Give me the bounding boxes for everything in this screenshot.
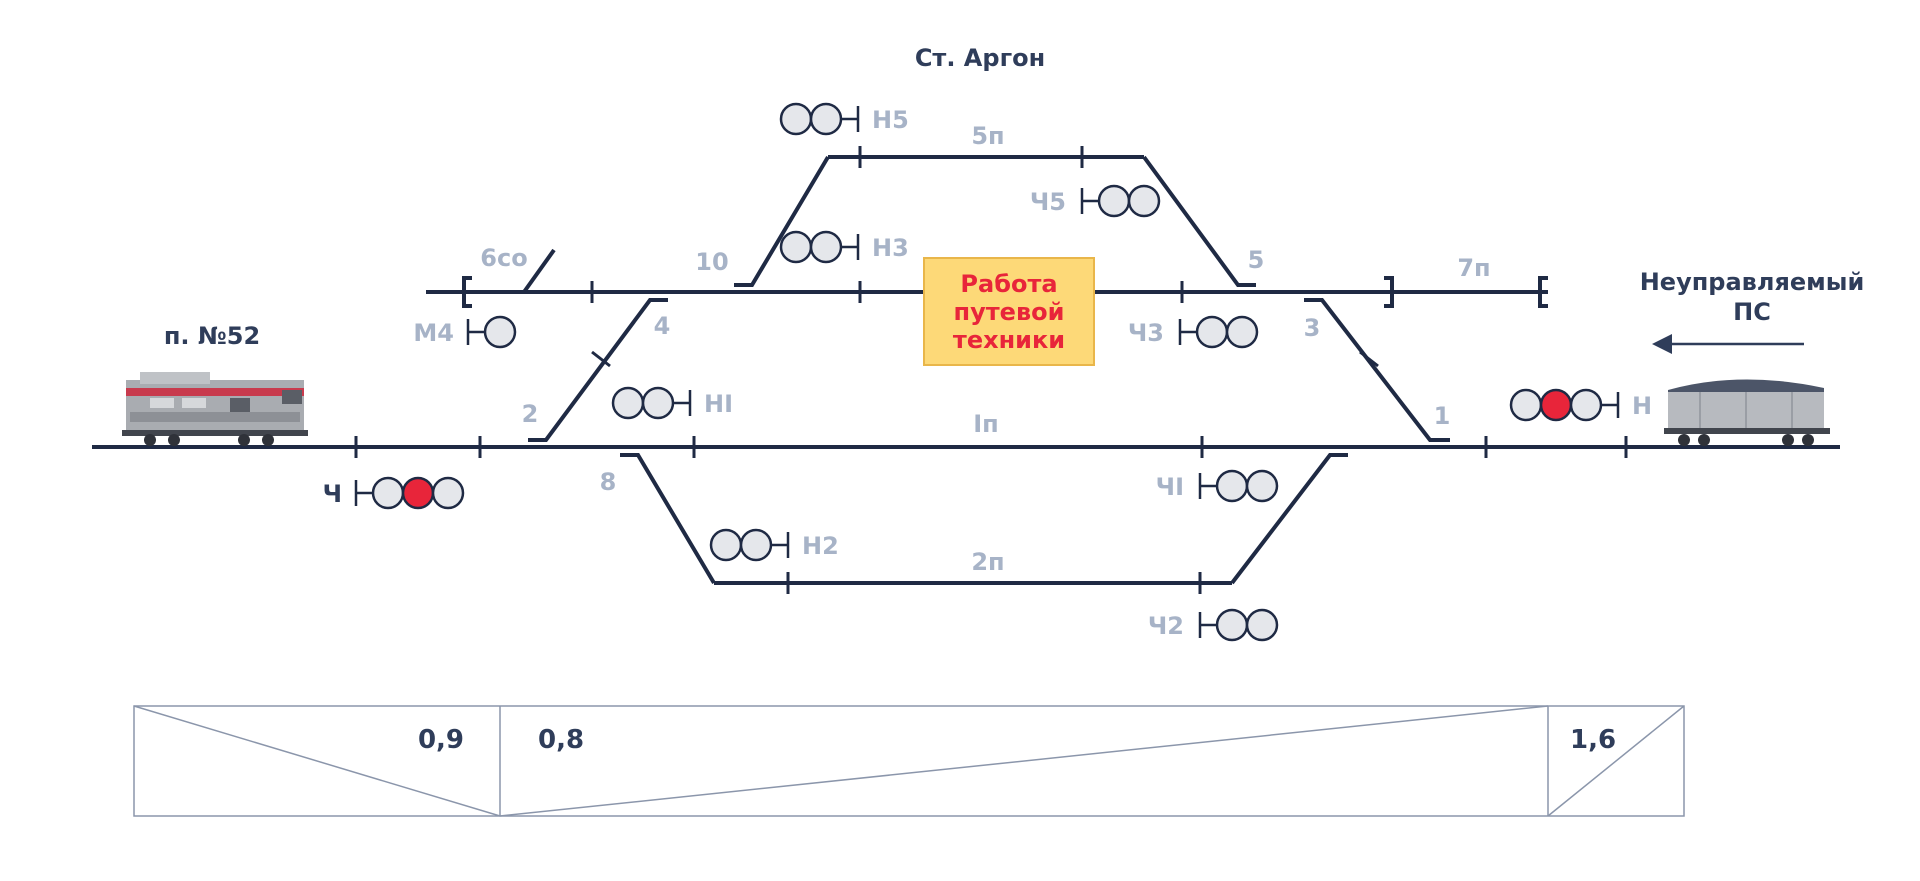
work-line-2: путевой — [954, 298, 1065, 326]
switch-2p-branch — [1230, 453, 1348, 585]
switch-8-label: 8 — [600, 468, 617, 496]
switch-8-branch — [620, 453, 716, 585]
switch-10-branch — [734, 155, 830, 287]
signal-lamp — [779, 102, 813, 136]
signal-Ch[interactable]: Ч — [323, 476, 465, 510]
signal-lamp — [1215, 608, 1249, 642]
signal-H3[interactable]: Н3 — [779, 230, 909, 264]
track-lines — [92, 155, 1840, 585]
switch-1-label: 1 — [1434, 402, 1451, 430]
signal-Ch3[interactable]: Ч3 — [1128, 315, 1259, 349]
switch-2-label: 2 — [522, 400, 539, 428]
gradient-value-1: 0,9 — [418, 725, 464, 755]
joints — [354, 146, 1628, 594]
signal-lamp-red — [1539, 388, 1573, 422]
signal-lamp — [709, 528, 743, 562]
station-title: Ст. Аргон — [915, 44, 1045, 72]
signal-lamp — [1195, 315, 1229, 349]
track-work-box — [923, 257, 1095, 366]
track-1p-label: Iп — [973, 410, 999, 438]
signal-Ch3-label: Ч3 — [1128, 319, 1164, 347]
signal-M4[interactable]: М4 — [413, 315, 517, 349]
signal-H[interactable]: Н — [1509, 388, 1652, 422]
signal-lamp — [641, 386, 675, 420]
track-6co-label: 6со — [480, 244, 527, 272]
signal-lamp — [431, 476, 465, 510]
signal-H2[interactable]: Н2 — [709, 528, 839, 562]
signal-Ch-label: Ч — [323, 480, 342, 508]
signal-lamp — [371, 476, 405, 510]
signal-H5-label: Н5 — [872, 106, 909, 134]
signal-H3-label: Н3 — [872, 234, 909, 262]
track-2p-label: 2п — [971, 548, 1004, 576]
signal-H1[interactable]: НI — [611, 386, 733, 420]
signal-Ch5[interactable]: Ч5 — [1030, 184, 1161, 218]
signal-lamp — [1225, 315, 1259, 349]
switch-2-4-branch — [528, 298, 668, 442]
signal-lamp — [1097, 184, 1131, 218]
incoming-label-line2: ПС — [1733, 298, 1771, 326]
profile-slope-1 — [133, 705, 501, 817]
signal-H2-label: Н2 — [802, 532, 839, 560]
gradient-value-2: 0,8 — [538, 725, 584, 755]
signal-H1-label: НI — [704, 390, 733, 418]
switch-4-label: 4 — [654, 312, 671, 340]
work-line-3: техники — [953, 326, 1065, 354]
signal-Ch1-label: ЧI — [1156, 473, 1184, 501]
signal-lamp — [779, 230, 813, 264]
signal-H5[interactable]: Н5 — [779, 102, 909, 136]
joint — [1359, 350, 1379, 368]
signal-lamp — [809, 102, 843, 136]
signal-Ch2[interactable]: Ч2 — [1148, 608, 1279, 642]
track-5p-label: 5п — [971, 122, 1004, 150]
gradient-profile: 0,9 0,8 1,6 — [133, 705, 1685, 817]
profile-frame — [133, 705, 1685, 817]
signal-lamp — [611, 386, 645, 420]
signal-lamp — [1245, 469, 1279, 503]
signal-lamp-red — [401, 476, 435, 510]
bracket-right — [1538, 276, 1548, 308]
signal-lamp — [809, 230, 843, 264]
switch-5-branch — [1142, 155, 1256, 287]
signal-H-label: Н — [1632, 392, 1652, 420]
profile-slope-2 — [499, 705, 1549, 817]
work-line-1: Работа — [960, 270, 1057, 298]
signal-lamp — [1569, 388, 1603, 422]
signal-lamp — [739, 528, 773, 562]
track-work-zone: Работа путевой техники — [923, 257, 1095, 366]
switch-5-label: 5 — [1248, 246, 1265, 274]
gradient-value-3: 1,6 — [1570, 725, 1616, 755]
signal-lamp — [1215, 469, 1249, 503]
signal-Ch2-label: Ч2 — [1148, 612, 1184, 640]
signal-lamp — [1245, 608, 1279, 642]
bracket-mid — [1384, 276, 1394, 308]
signal-lamp — [1127, 184, 1161, 218]
switch-3-label: 3 — [1304, 314, 1321, 342]
left-point-label: п. №52 — [164, 322, 260, 350]
bracket-left — [462, 276, 472, 308]
locomotive: п. №52 — [122, 322, 308, 446]
incoming-label-line1: Неуправляемый — [1640, 268, 1865, 296]
signal-lamp — [1509, 388, 1543, 422]
profile-slope-3 — [1547, 705, 1685, 817]
arrow-left-icon — [1652, 334, 1672, 354]
signal-Ch5-label: Ч5 — [1030, 188, 1066, 216]
switch-10-label: 10 — [695, 248, 728, 276]
signal-Ch1[interactable]: ЧI — [1156, 469, 1279, 503]
switch-3-1-branch — [1304, 298, 1450, 442]
track-7p-label: 7п — [1457, 254, 1490, 282]
joint — [591, 350, 611, 368]
track-6co-spur — [522, 248, 556, 294]
signal-lamp — [483, 315, 517, 349]
freight-wagon: Неуправляемый ПС — [1640, 268, 1865, 446]
signal-M4-label: М4 — [413, 319, 454, 347]
